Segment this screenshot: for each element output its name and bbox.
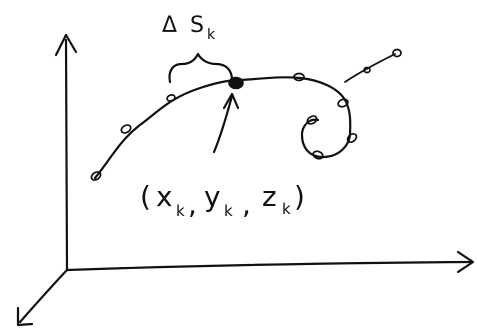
point-9: [312, 150, 324, 160]
x-axis-arrowhead: [456, 250, 475, 274]
delta-variable: S: [190, 13, 204, 38]
point-8: [346, 132, 358, 144]
delta-subscript: k: [207, 27, 216, 43]
coord-z: z: [262, 180, 277, 213]
point-10: [363, 66, 371, 74]
point-5: [293, 72, 305, 82]
coordinate-label: ( x k , y k , z k ): [140, 180, 305, 221]
coord-x: x: [156, 180, 173, 213]
point-2: [120, 124, 132, 134]
curve-points: [90, 48, 402, 181]
y-axis-arrowhead: [54, 33, 78, 57]
curve-path: [93, 76, 352, 180]
coord-x-subscript: k: [176, 202, 185, 220]
coord-comma-1: ,: [188, 188, 197, 221]
point-6: [337, 98, 349, 108]
x-axis: [65, 260, 474, 272]
point-11: [392, 48, 402, 58]
z-axis-arrowhead: [16, 306, 34, 327]
coord-y: y: [204, 180, 221, 213]
point-1: [90, 171, 102, 181]
coord-close-paren: ): [294, 180, 305, 213]
coord-comma-2: ,: [242, 188, 251, 221]
y-axis: [64, 38, 69, 272]
arc-length-brace: [168, 52, 234, 84]
coord-y-subscript: k: [224, 202, 233, 220]
coord-z-subscript: k: [282, 200, 291, 218]
z-axis: [18, 268, 69, 324]
arc-length-label: Δ S k: [162, 13, 216, 43]
point-3: [166, 94, 176, 102]
space-curve: [93, 53, 396, 180]
pointer-arrow-head: [222, 92, 240, 110]
delta-symbol: Δ: [162, 13, 177, 38]
axes: [16, 33, 475, 327]
point-7: [306, 115, 318, 125]
pointer-arrow: [212, 92, 240, 154]
pointer-arrow-shaft: [212, 94, 234, 154]
coord-open-paren: (: [140, 180, 151, 213]
